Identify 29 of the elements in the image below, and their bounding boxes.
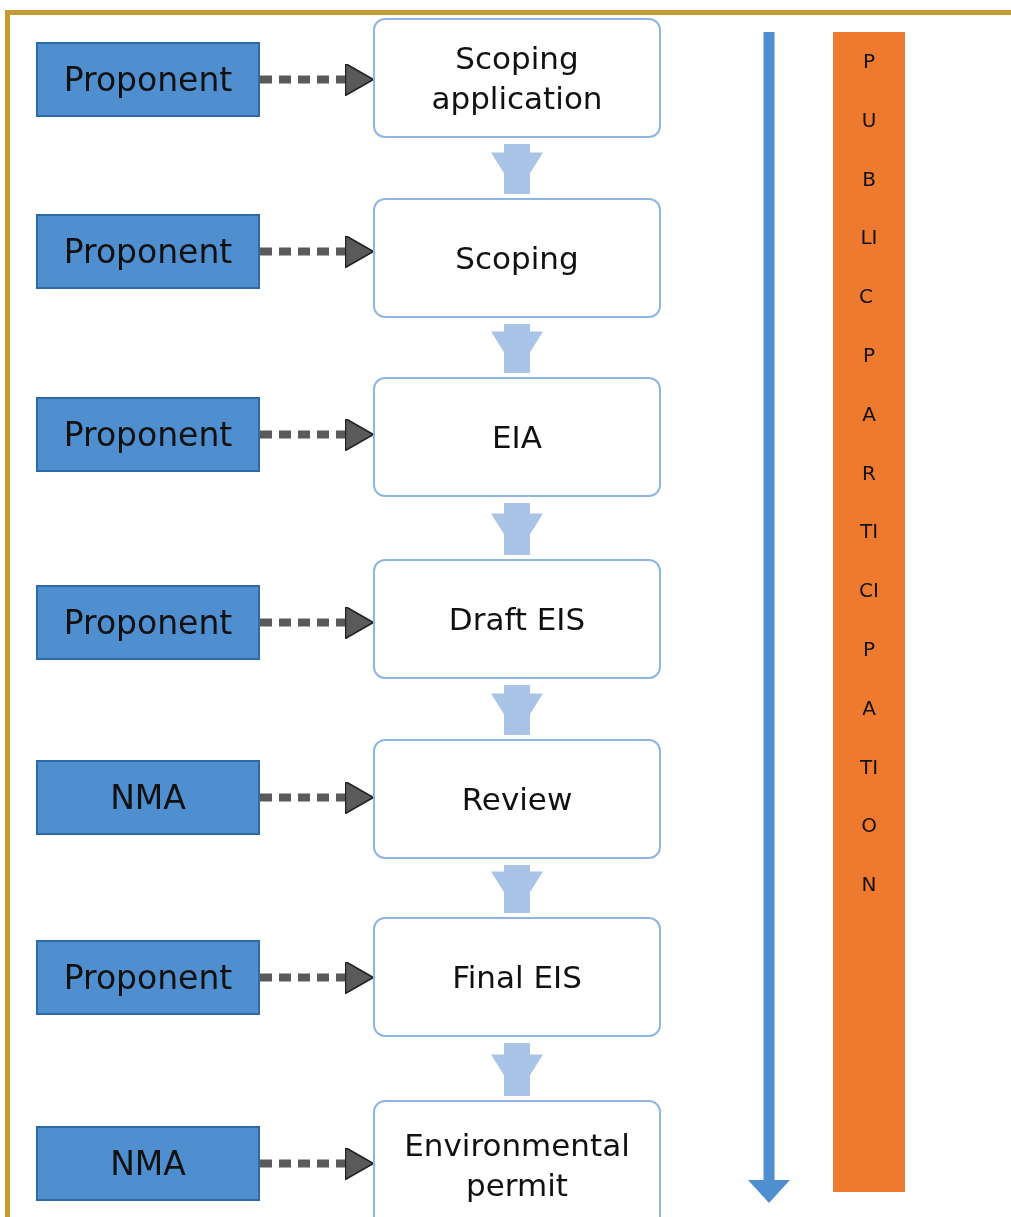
dashed-arrow [260, 605, 375, 640]
process-box: Draft EIS [373, 559, 661, 679]
process-box: Scoping application [373, 18, 661, 138]
actor-box: Proponent [36, 940, 260, 1015]
dashed-arrow [260, 417, 375, 452]
actor-box: NMA [36, 760, 260, 835]
dashed-arrow [260, 1146, 375, 1181]
process-box: Environmental permit [373, 1100, 661, 1217]
process-box: EIA [373, 377, 661, 497]
actor-box: NMA [36, 1126, 260, 1201]
block-arrow [491, 1043, 543, 1096]
dashed-arrow [260, 234, 375, 269]
block-arrow [491, 324, 543, 373]
block-arrow [491, 503, 543, 555]
block-arrow [491, 144, 543, 194]
vertical-band [833, 32, 905, 1192]
process-box: Scoping [373, 198, 661, 318]
process-box: Review [373, 739, 661, 859]
actor-box: Proponent [36, 214, 260, 289]
block-arrow [491, 865, 543, 913]
dashed-arrow [260, 960, 375, 995]
actor-box: Proponent [36, 397, 260, 472]
dashed-arrow [260, 780, 375, 815]
dashed-arrow [260, 62, 375, 97]
actor-box: Proponent [36, 42, 260, 117]
block-arrow [491, 685, 543, 735]
process-box: Final EIS [373, 917, 661, 1037]
actor-box: Proponent [36, 585, 260, 660]
vertical-label: PUBLIC PARTICIPATION [859, 48, 879, 899]
